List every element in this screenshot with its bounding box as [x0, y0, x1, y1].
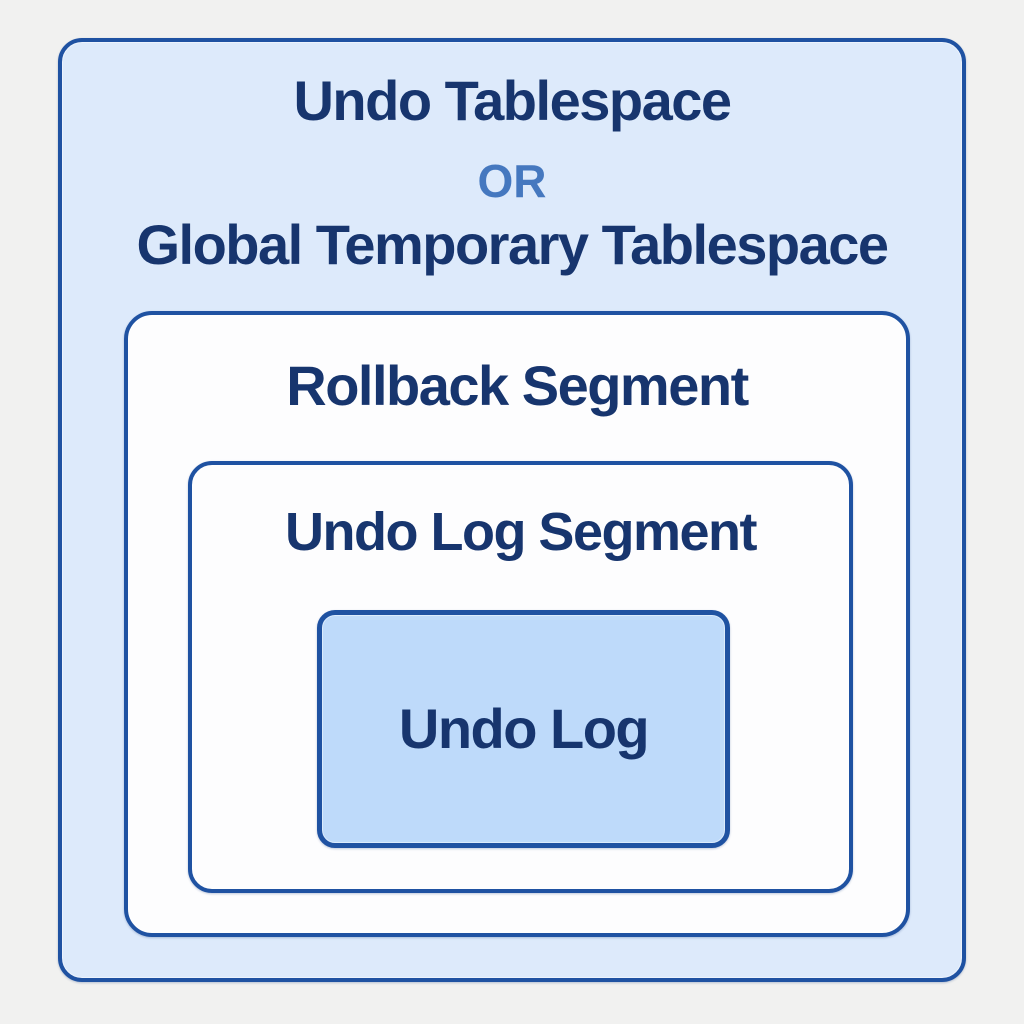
rollback-segment-label: Rollback Segment	[286, 354, 749, 417]
tablespace-title-group: Undo Tablespace OR Global Temporary Tabl…	[62, 70, 962, 276]
or-connector-label: OR	[477, 155, 547, 207]
undo-log-container: Undo Log	[317, 610, 730, 848]
undo-log-label: Undo Log	[398, 697, 650, 760]
global-temporary-tablespace-title: Global Temporary Tablespace	[136, 213, 889, 276]
undo-tablespace-container: Undo Tablespace OR Global Temporary Tabl…	[58, 38, 966, 982]
undo-tablespace-title: Undo Tablespace	[293, 69, 732, 132]
undo-log-segment-container: Undo Log Segment Undo Log	[188, 461, 853, 893]
rollback-segment-container: Rollback Segment Undo Log Segment Undo L…	[124, 311, 910, 937]
undo-log-segment-label: Undo Log Segment	[285, 502, 757, 562]
